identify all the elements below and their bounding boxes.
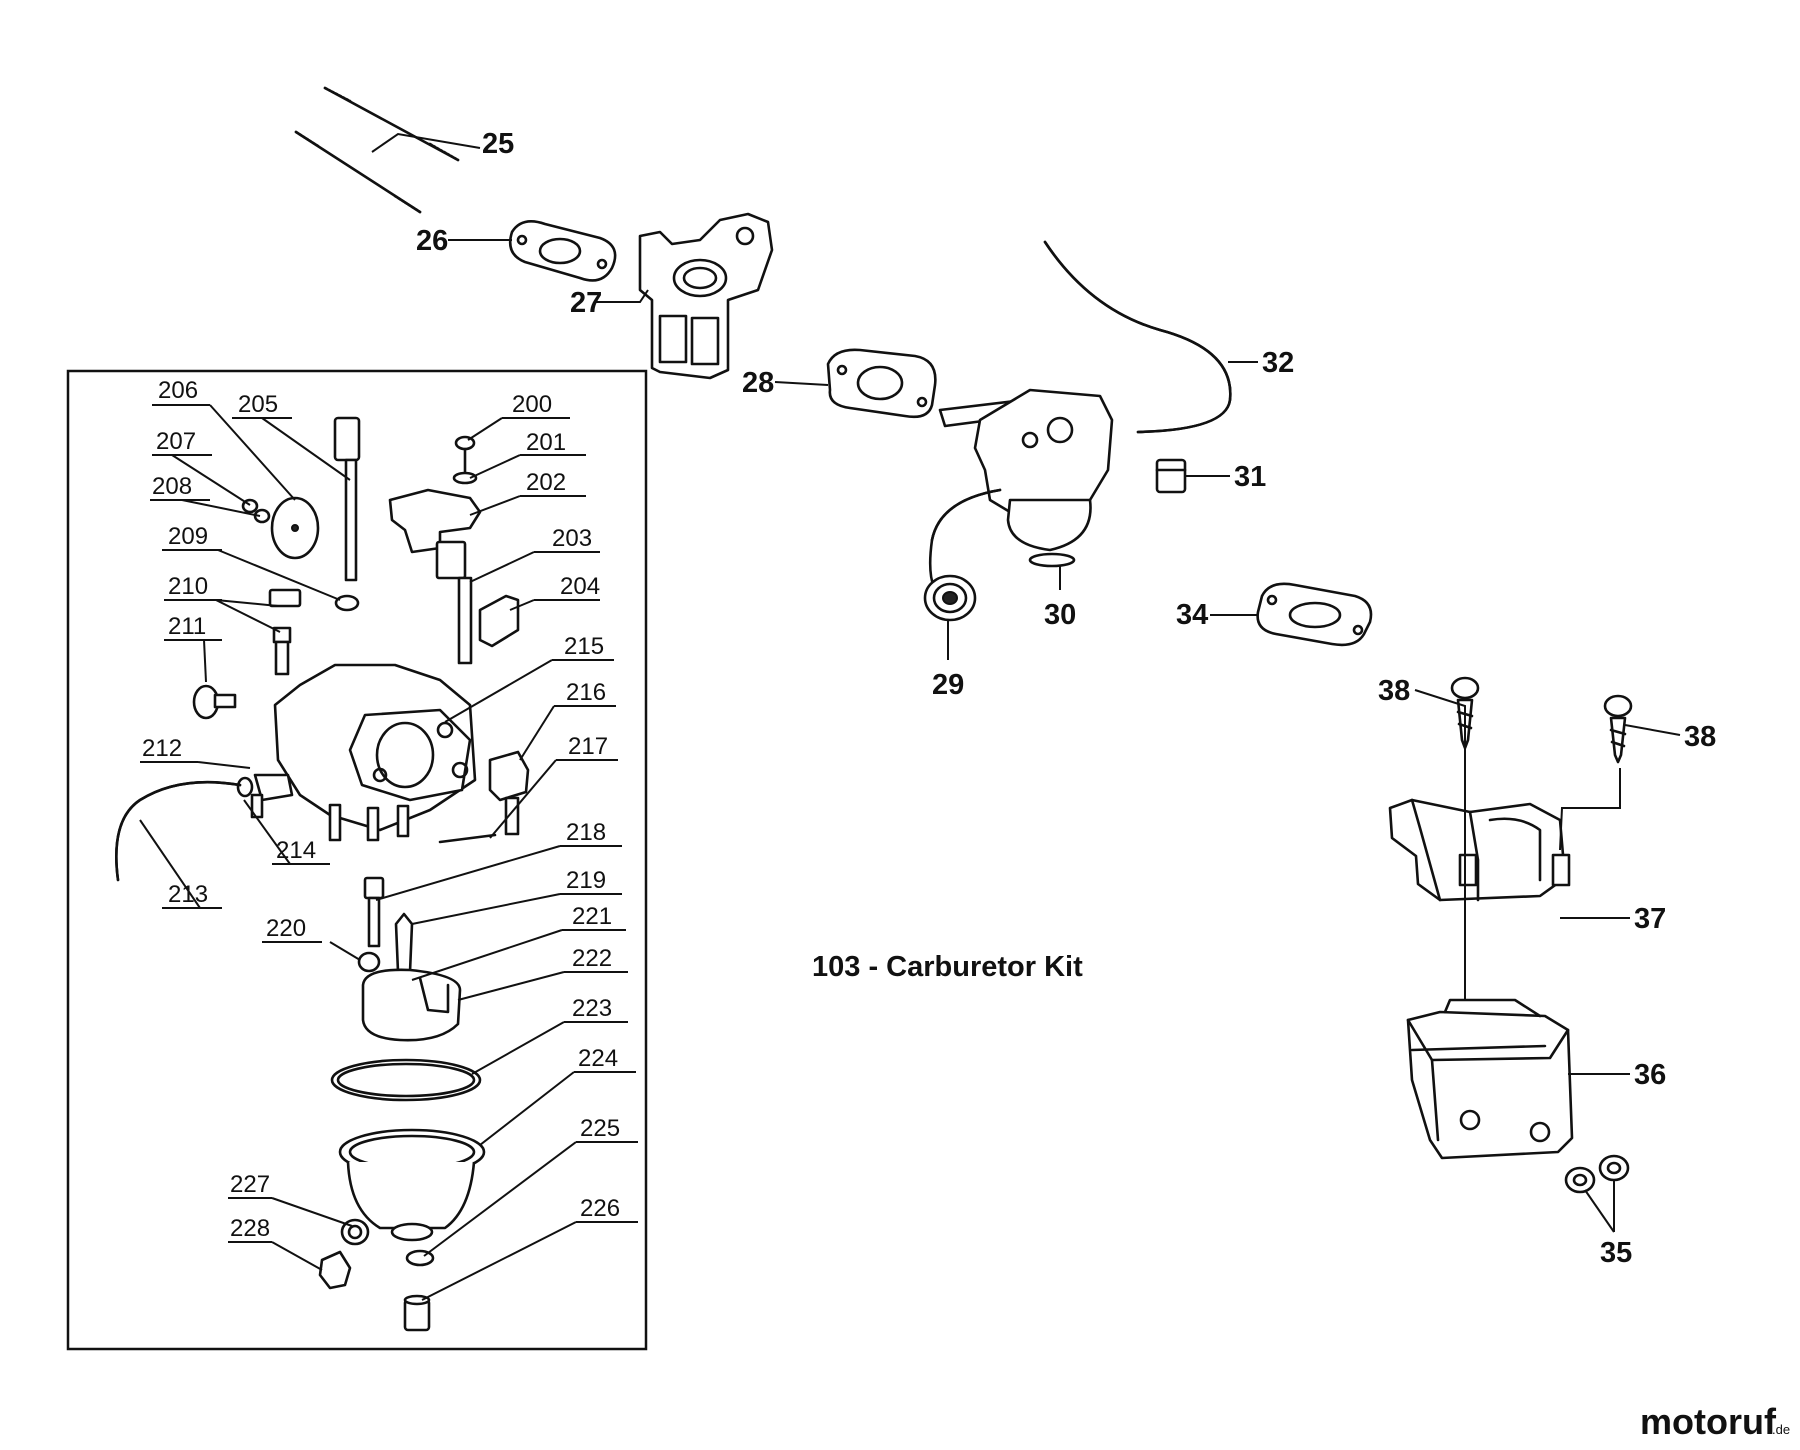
- screw-right-part: [1603, 694, 1633, 764]
- motoruf-logo: motoruf .de: [1640, 1401, 1790, 1442]
- label-35: 35: [1600, 1237, 1632, 1269]
- label-25: 25: [482, 128, 514, 160]
- throttle-screw-part: [241, 498, 271, 524]
- label-228: 228: [230, 1215, 270, 1242]
- float-bowl-part: [338, 1128, 486, 1242]
- insulator-bracket-part: [638, 212, 774, 380]
- idle-jet-part: [268, 588, 302, 676]
- label-202: 202: [526, 469, 566, 496]
- label-219: 219: [566, 867, 606, 894]
- label-207: 207: [156, 428, 196, 455]
- part-number-labels: 25 26 27 28 32 31 30 29 34 38 38 37 36 3…: [142, 128, 1716, 1269]
- kit-gasket-part: [478, 594, 520, 648]
- label-222: 222: [572, 945, 612, 972]
- label-underlines: [140, 404, 638, 1243]
- leader-lines: [139, 132, 1681, 1301]
- air-filter-housing-part: [1406, 998, 1574, 1160]
- drain-screw-washer-part: [340, 1218, 370, 1246]
- float-part: [361, 968, 462, 1042]
- fuel-line-clip-part: [1155, 458, 1187, 494]
- carburetor-gasket-part: [826, 348, 937, 419]
- label-36: 36: [1634, 1059, 1666, 1091]
- throttle-shaft-part: [333, 416, 361, 582]
- flange-nuts-part: [1564, 1154, 1630, 1194]
- label-206: 206: [158, 377, 198, 404]
- label-213: 213: [168, 881, 208, 908]
- label-226: 226: [580, 1195, 620, 1222]
- shaft-washer-part: [334, 594, 360, 612]
- kit-title: 103 - Carburetor Kit: [812, 951, 1083, 983]
- label-224: 224: [578, 1045, 618, 1072]
- label-37: 37: [1634, 903, 1666, 935]
- label-30: 30: [1044, 599, 1076, 631]
- label-214: 214: [276, 837, 316, 864]
- air-filter-gasket-part: [1256, 582, 1373, 647]
- bowl-bolt-part: [403, 1294, 431, 1332]
- stud-bolts-part: [294, 86, 460, 214]
- label-208: 208: [152, 473, 192, 500]
- label-215: 215: [564, 633, 604, 660]
- primer-bulb-part: [923, 574, 977, 622]
- bowl-gasket-part: [330, 1058, 482, 1102]
- label-204: 204: [560, 573, 600, 600]
- label-218: 218: [566, 819, 606, 846]
- label-200: 200: [512, 391, 552, 418]
- label-225: 225: [580, 1115, 620, 1142]
- choke-shaft-part: [435, 540, 473, 665]
- label-211: 211: [168, 613, 206, 640]
- carburetor-kit-frame: [66, 369, 648, 1351]
- label-220: 220: [266, 915, 306, 942]
- logo-text: motoruf: [1640, 1401, 1777, 1442]
- label-217: 217: [568, 733, 608, 760]
- label-210: 210: [168, 573, 208, 600]
- pilot-screw-part: [192, 684, 237, 720]
- throttle-plate-part: [270, 496, 320, 560]
- label-203: 203: [552, 525, 592, 552]
- label-201: 201: [526, 429, 566, 456]
- label-223: 223: [572, 995, 612, 1022]
- carburetor-body-part: [273, 663, 477, 842]
- primer-fitting-part: [236, 773, 294, 819]
- air-filter-cover-part: [1388, 798, 1571, 902]
- label-221: 221: [572, 903, 612, 930]
- choke-lever-part: [388, 488, 482, 554]
- jet-nut-part: [357, 951, 381, 973]
- float-needle-part: [394, 912, 414, 974]
- float-pin-part: [438, 833, 497, 844]
- label-32: 32: [1262, 347, 1294, 379]
- label-209: 209: [168, 523, 208, 550]
- label-227: 227: [230, 1171, 270, 1198]
- label-34: 34: [1176, 599, 1208, 631]
- label-31: 31: [1234, 461, 1266, 493]
- intake-gasket-part: [508, 220, 617, 282]
- label-28: 28: [742, 367, 774, 399]
- label-26: 26: [416, 225, 448, 257]
- label-205: 205: [238, 391, 278, 418]
- label-29: 29: [932, 669, 964, 701]
- drain-screw-part: [318, 1250, 352, 1290]
- label-27: 27: [570, 287, 602, 319]
- fuel-inlet-fitting-part: [488, 750, 530, 836]
- label-38-right: 38: [1684, 721, 1716, 753]
- main-jet-part: [363, 876, 385, 948]
- label-216: 216: [566, 679, 606, 706]
- choke-screw-part: [452, 435, 478, 485]
- primer-hose-part: [115, 780, 242, 882]
- label-38-left: 38: [1378, 675, 1410, 707]
- label-212: 212: [142, 735, 182, 762]
- carburetor-assembly-part: [928, 388, 1114, 602]
- logo-suffix: .de: [1772, 1422, 1790, 1437]
